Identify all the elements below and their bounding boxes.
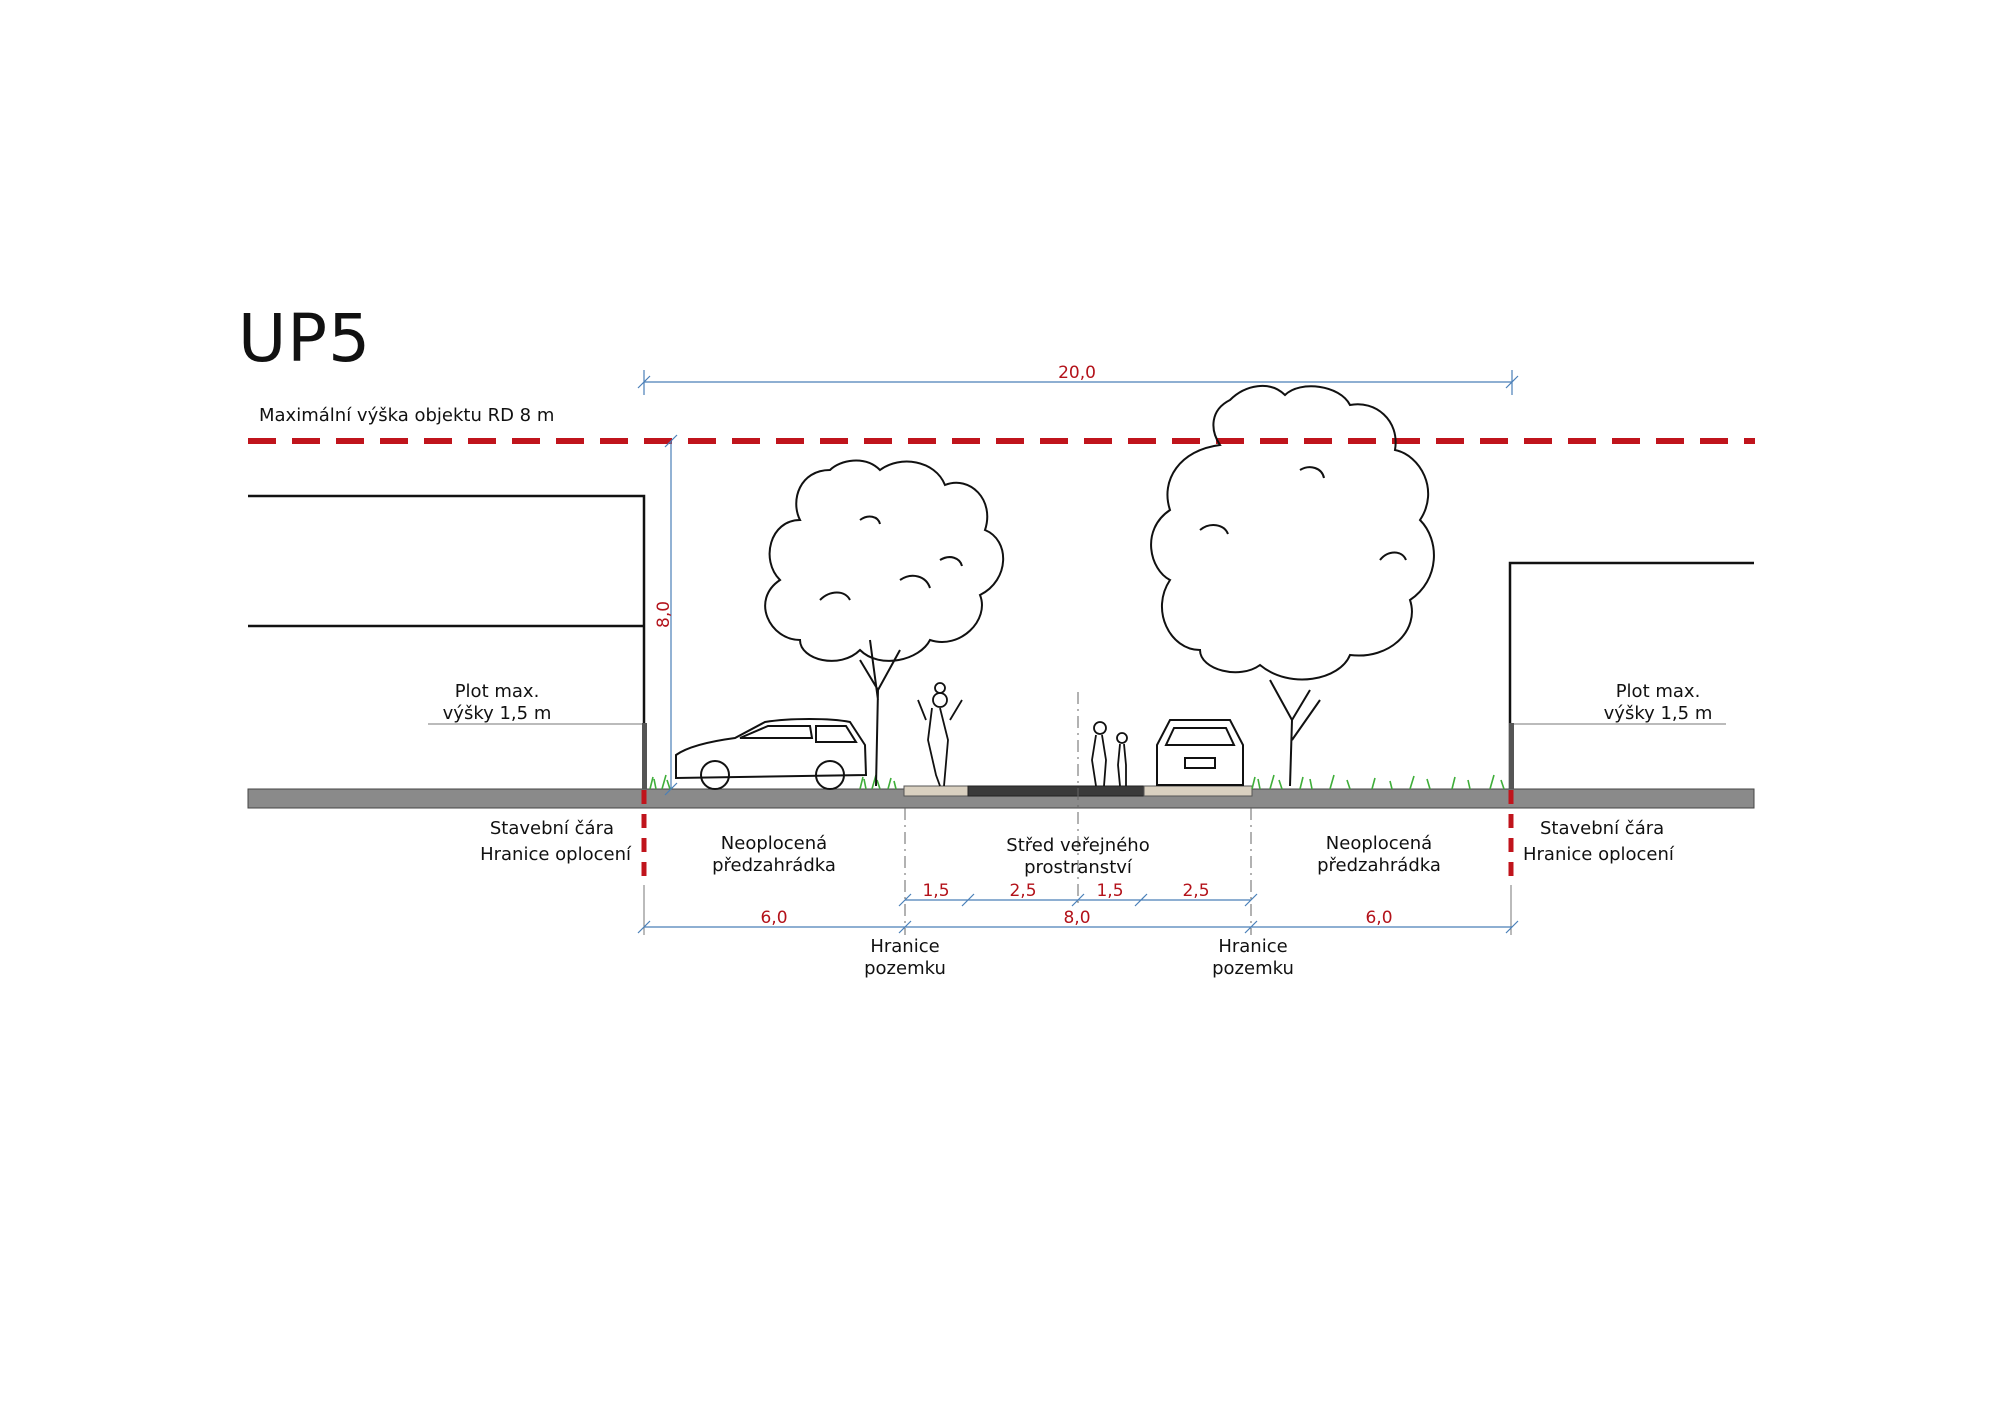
road-asphalt <box>967 785 1145 797</box>
dim-total <box>637 370 1519 395</box>
right-building-outline <box>1508 561 1754 790</box>
sidewalk-right <box>1143 785 1253 797</box>
center-line2: prostranství <box>1024 857 1132 878</box>
building-line-left-line2: Hranice oplocení <box>480 844 631 865</box>
people-walking <box>1091 721 1128 787</box>
fence-post-right <box>1509 723 1514 789</box>
plot-boundary-right-line2: pozemku <box>1212 958 1294 979</box>
right-garden-line1: Neoplocená <box>1325 833 1433 854</box>
building-line-left-line1: Stavební čára <box>489 818 614 839</box>
left-garden-line2: předzahrádka <box>712 855 836 876</box>
car-rear <box>1156 719 1244 786</box>
dim-right-garden-label: 6,0 <box>1365 908 1393 928</box>
tree-right <box>1150 384 1435 787</box>
building-line-right-line1: Stavební čára <box>1540 818 1665 839</box>
dim-height-label: 8,0 <box>654 600 674 628</box>
fence-right-line1: Plot max. <box>1615 681 1701 702</box>
person-with-child <box>917 682 963 787</box>
dim-segments <box>898 893 1258 907</box>
max-height-label: Maximální výška objektu RD 8 m <box>259 405 555 426</box>
dim-total-label: 20,0 <box>1058 363 1096 383</box>
fence-left-line1: Plot max. <box>454 681 540 702</box>
sidewalk-left <box>903 785 969 797</box>
dim-seg4-label: 2,5 <box>1182 881 1210 901</box>
fence-right-line2: výšky 1,5 m <box>1603 703 1713 724</box>
dim-left-garden-label: 6,0 <box>760 908 788 928</box>
dim-seg3-label: 1,5 <box>1096 881 1124 901</box>
car-side <box>675 718 868 790</box>
page-title: UP5 <box>238 300 372 377</box>
grass-right <box>1251 774 1505 790</box>
dim-height <box>664 434 678 796</box>
grass-left <box>649 774 897 790</box>
left-building-outline <box>248 494 646 790</box>
dim-bottom <box>637 920 1519 934</box>
plot-boundary-left-line1: Hranice <box>870 936 940 957</box>
fence-left-line2: výšky 1,5 m <box>442 703 552 724</box>
left-garden-line1: Neoplocená <box>720 833 828 854</box>
center-line1: Střed veřejného <box>1006 835 1150 856</box>
building-line-right-line2: Hranice oplocení <box>1523 844 1674 865</box>
plot-boundary-left-line2: pozemku <box>864 958 946 979</box>
dim-seg1-label: 1,5 <box>922 881 950 901</box>
right-garden-line2: předzahrádka <box>1317 855 1441 876</box>
tree-left <box>764 459 1005 787</box>
dim-center-label: 8,0 <box>1063 908 1091 928</box>
fence-post-left <box>642 723 647 789</box>
plot-boundary-right-line1: Hranice <box>1218 936 1288 957</box>
dim-seg2-label: 2,5 <box>1009 881 1037 901</box>
